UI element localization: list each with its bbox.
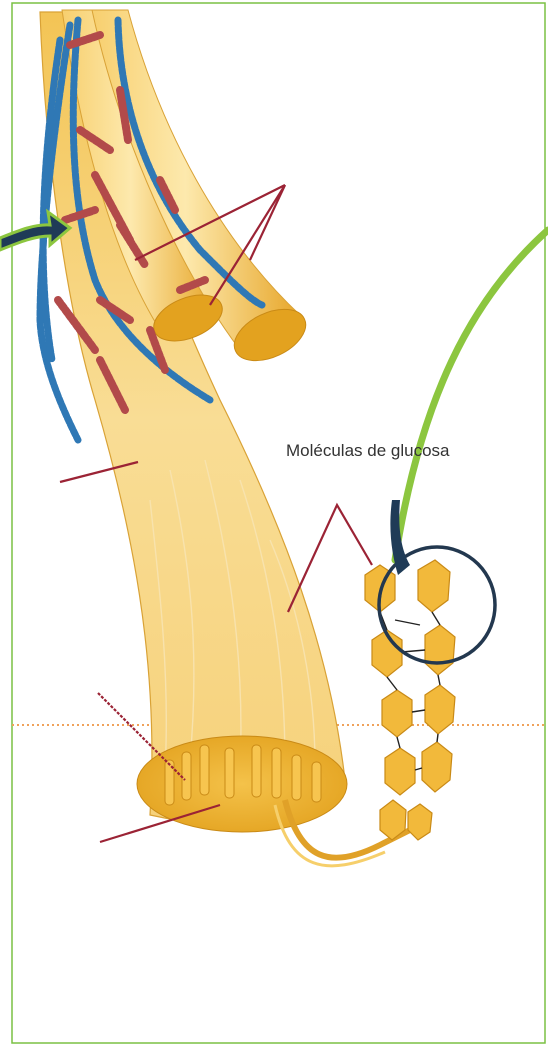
curved-arrow-icon (395, 230, 548, 560)
glucose-molecules-label: Moléculas de glucosa (286, 441, 450, 460)
